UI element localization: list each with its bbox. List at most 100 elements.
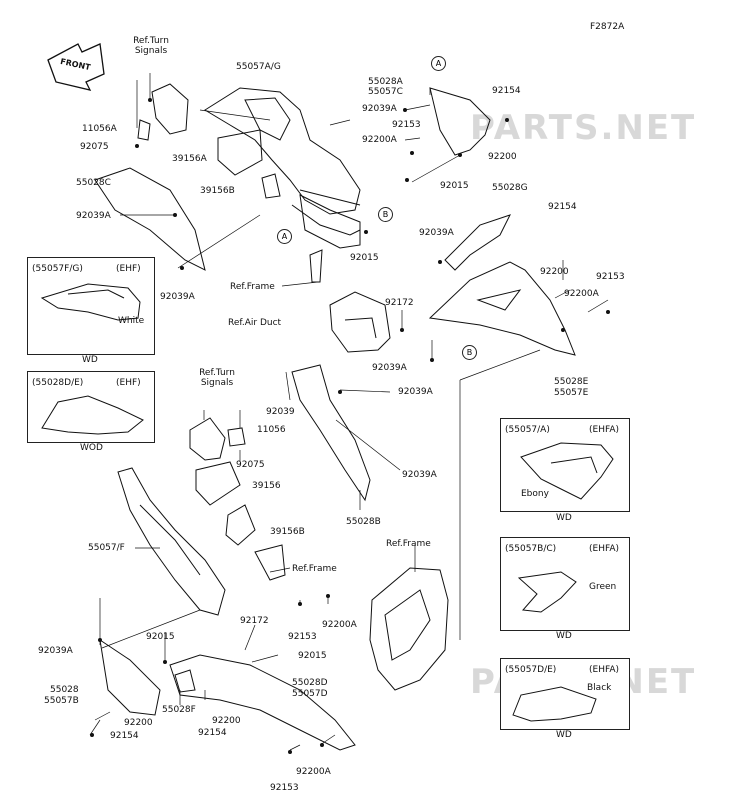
- inset-code: (55057F/G): [32, 264, 83, 274]
- inset-55057a: (55057/A) (EHFA) Ebony: [500, 418, 630, 512]
- label-55057d: 55057D: [292, 689, 328, 699]
- label-92039a-3: 92039A: [160, 292, 195, 302]
- label-ref-frame-2: Ref.Frame: [292, 564, 337, 574]
- inner-panel-39156a-shape: [217, 129, 281, 199]
- label-92039a-8: 92039A: [38, 646, 73, 656]
- turn-signal-top-shape: [137, 83, 189, 141]
- watermark-top: PARTS.NET: [470, 108, 697, 148]
- inset-note: WD: [82, 355, 98, 365]
- inset-cowl-drawing: [41, 395, 144, 435]
- callout-a-top: A: [431, 56, 446, 71]
- label-39156: 39156: [252, 481, 281, 491]
- label-ref-turn-signals-top: Ref.Turn Signals: [133, 36, 169, 56]
- label-55057c: 55057C: [368, 87, 403, 97]
- inset-code: (55028D/E): [32, 378, 84, 388]
- frame-bracket-top-shape: [299, 194, 361, 283]
- label-92039a-2: 92039A: [76, 211, 111, 221]
- side-cowl-55028c-shape: [94, 167, 206, 271]
- inset-tag: (EHF): [116, 264, 141, 274]
- label-92200-2: 92200: [540, 267, 569, 277]
- inset-tag: (EHFA): [589, 425, 619, 435]
- inset-note: WOD: [80, 443, 103, 453]
- label-92200-1: 92200: [488, 152, 517, 162]
- label-92015-2: 92015: [350, 253, 379, 263]
- label-92172-1: 92172: [385, 298, 414, 308]
- inset-color: Black: [587, 683, 612, 693]
- label-92200a-3: 92200A: [322, 620, 357, 630]
- label-ref-frame-1: Ref.Frame: [230, 282, 275, 292]
- label-92154-2: 92154: [548, 202, 577, 212]
- inset-55028de: (55028D/E) (EHF): [27, 371, 155, 443]
- callout-a-mid: A: [277, 229, 292, 244]
- turn-signal-bottom-shape: [189, 417, 246, 461]
- label-55028f: 55028F: [162, 705, 196, 715]
- inset-note: WD: [556, 730, 572, 740]
- label-39156b-1: 39156B: [200, 186, 235, 196]
- inner-panel-39156-shape: [195, 461, 256, 546]
- frame-bracket-mid-shape: [254, 544, 286, 581]
- label-39156b-2: 39156B: [270, 527, 305, 537]
- inset-tag: (EHFA): [589, 665, 619, 675]
- inset-color: Ebony: [521, 489, 549, 499]
- label-55028d: 55028D: [292, 678, 328, 688]
- label-92015-4: 92015: [298, 651, 327, 661]
- label-55028b: 55028B: [346, 517, 381, 527]
- inset-cowl-drawing: [512, 686, 597, 722]
- front-arrow-icon: [47, 43, 105, 91]
- frame-shape: [369, 567, 449, 691]
- label-92039a-6: 92039A: [398, 387, 433, 397]
- label-11056a: 11056A: [82, 124, 117, 134]
- label-92200-3: 92200: [212, 716, 241, 726]
- label-39156a: 39156A: [172, 154, 207, 164]
- label-ref-frame-3: Ref.Frame: [386, 539, 431, 549]
- label-92075-2: 92075: [236, 460, 265, 470]
- inset-cowl-drawing: [517, 571, 577, 613]
- label-92200a-1: 92200A: [362, 135, 397, 145]
- label-92153-2: 92153: [596, 272, 625, 282]
- label-92153-1: 92153: [392, 120, 421, 130]
- label-92154-1: 92154: [492, 86, 521, 96]
- label-55057ag: 55057A/G: [236, 62, 281, 72]
- label-92039a-1: 92039A: [362, 104, 397, 114]
- bottom-cowl-55028-shape: [99, 638, 161, 716]
- label-11056: 11056: [257, 425, 286, 435]
- label-55028e: 55028E: [554, 377, 589, 387]
- callout-b-mid: B: [378, 207, 393, 222]
- label-92039: 92039: [266, 407, 295, 417]
- label-92015-1: 92015: [440, 181, 469, 191]
- label-55028a: 55028A: [368, 77, 403, 87]
- inset-code: (55057D/E): [505, 665, 557, 675]
- air-duct-shape: [329, 291, 391, 353]
- inset-55057fg: (55057F/G) (EHF) White: [27, 257, 155, 355]
- label-55028c: 55028C: [76, 178, 111, 188]
- fastener-dots: [90, 98, 610, 754]
- label-92039a-5: 92039A: [372, 363, 407, 373]
- inset-color: White: [118, 316, 145, 326]
- inset-cowl-drawing: [40, 283, 141, 321]
- label-92154-3: 92154: [198, 728, 227, 738]
- label-55057e: 55057E: [554, 388, 589, 398]
- label-92153-3: 92153: [288, 632, 317, 642]
- lower-cowl-55057f-shape: [117, 467, 226, 616]
- label-ref-turn-signals-bottom: Ref.Turn Signals: [199, 368, 235, 388]
- label-55057f: 55057/F: [88, 543, 125, 553]
- label-92039a-4: 92039A: [419, 228, 454, 238]
- lower-cowl-55028b-shape: [291, 364, 371, 502]
- label-92039a-7: 92039A: [402, 470, 437, 480]
- callout-b-right: B: [462, 345, 477, 360]
- label-92200a-2: 92200A: [564, 289, 599, 299]
- inset-note: WD: [556, 513, 572, 523]
- label-55028g: 55028G: [492, 183, 528, 193]
- label-55028: 55028: [50, 685, 79, 695]
- bottom-cowl-55028d-shape: [169, 654, 356, 751]
- label-92172-2: 92172: [240, 616, 269, 626]
- inset-55057bc: (55057B/C) (EHFA) Green: [500, 537, 630, 631]
- inset-code: (55057B/C): [505, 544, 557, 554]
- inset-55057de: (55057D/E) (EHFA) Black: [500, 658, 630, 730]
- inset-cowl-drawing: [520, 442, 614, 500]
- label-92154-4: 92154: [110, 731, 139, 741]
- leader-lines: [89, 73, 609, 751]
- upper-side-panel-shape: [429, 87, 491, 156]
